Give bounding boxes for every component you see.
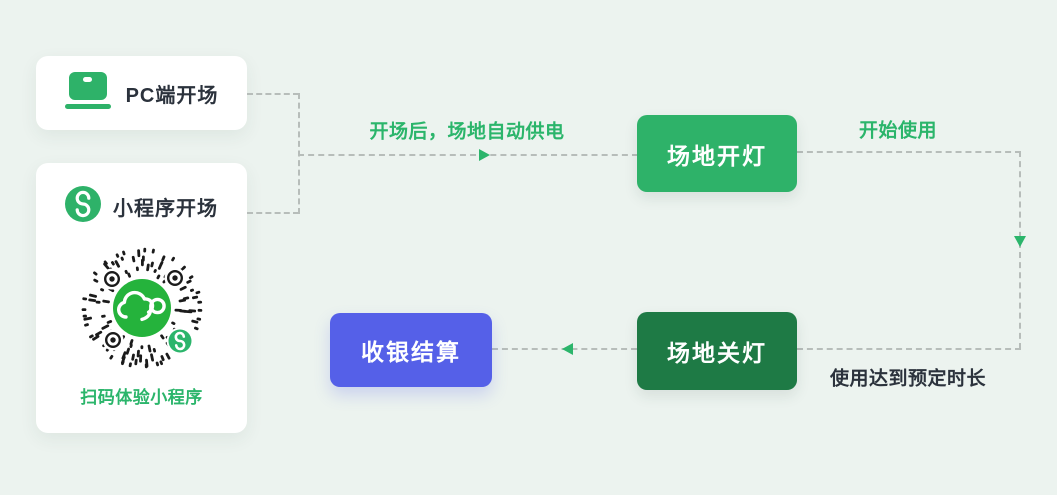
edge-label-duration-reached: 使用达到预定时长 [829,368,987,390]
connector-miniprogram-stub [247,212,299,214]
miniprogram-header: 小程序开场 [65,185,218,227]
edge-label-auto-power: 开场后，场地自动供电 [369,121,565,143]
node-checkout: 收银结算 [330,313,492,387]
arrow-right-icon [479,149,490,161]
connector-duration-bottom [797,348,1021,350]
edge-label-start-use: 开始使用 [858,120,938,142]
laptop-icon [64,71,111,115]
node-lights-off: 场地关灯 [637,312,797,390]
miniprogram-s-icon [65,185,101,227]
connector-start-top [797,151,1021,153]
connector-to-lights-on [298,154,638,156]
qr-center-cloud-logo [110,276,173,340]
card-pc-open: PC端开场 [36,56,247,130]
connector-right-vertical [1019,151,1021,349]
qr-caption: 扫码体验小程序 [80,388,203,407]
connector-merge-vertical [298,93,300,214]
qr-miniprogram-badge [166,327,193,355]
qr-eye-top-left [101,268,122,290]
node-lights-on: 场地开灯 [637,115,797,192]
card-pc-label: PC端开场 [125,84,219,107]
card-miniprogram-label: 小程序开场 [113,197,218,220]
qr-eye-bottom-left [102,329,123,351]
card-miniprogram-open: 小程序开场 [36,163,247,433]
connector-pc-stub [247,93,299,95]
arrow-left-icon [562,343,573,355]
qr-eye-top-right [164,267,185,289]
qr-code [80,246,204,370]
arrow-down-icon [1014,236,1026,247]
